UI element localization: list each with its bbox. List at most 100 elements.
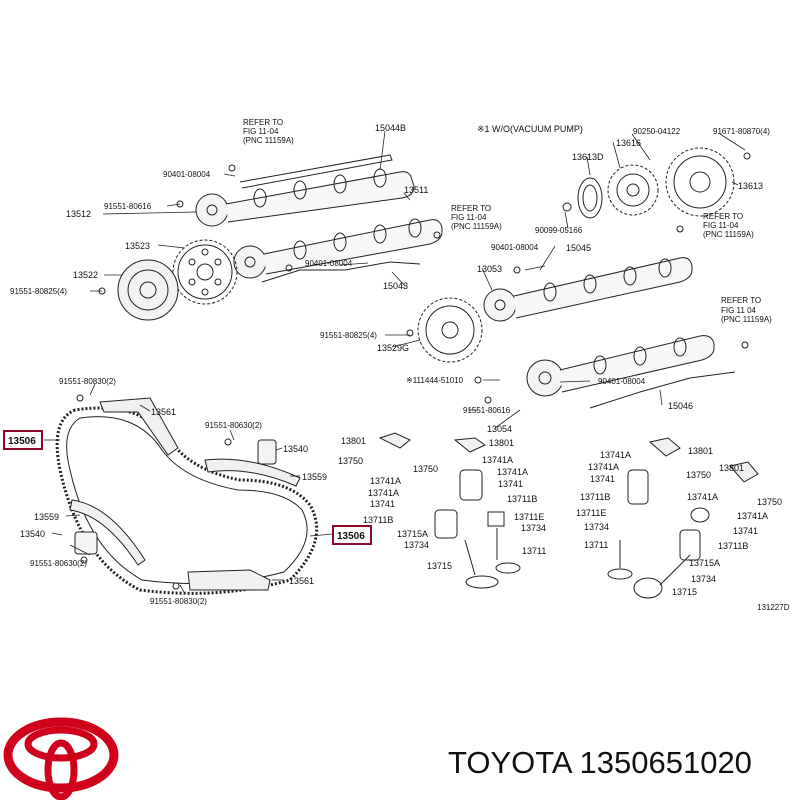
camshaft-13511b-drawing [233, 218, 443, 283]
callout-label: 91551-80825(4) [10, 287, 67, 296]
callout-label: 13054 [487, 424, 512, 434]
callout-label: 13741A [497, 467, 528, 477]
callout-label: ※111444-51010 [406, 376, 464, 385]
callout-label: 91551-80616 [463, 406, 511, 415]
callout-label: 13511 [404, 185, 428, 195]
sprocket-13523-drawing [172, 239, 238, 305]
sprocket-13522-drawing [117, 259, 179, 321]
diagram-code: 131227D [757, 603, 790, 612]
callout-label: (PNC 11159A) [451, 222, 502, 231]
tensioner-13540-drawing [74, 439, 277, 555]
toyota-logo [3, 717, 119, 800]
callout-label: 13741 [590, 474, 615, 484]
callout-label: 13741A [482, 455, 513, 465]
callout-label: 13540 [20, 529, 45, 539]
callout-label: 13741 [370, 499, 395, 509]
highlight-box-13506-left [3, 430, 43, 450]
callout-label: 13559 [302, 472, 327, 482]
bolt-markers [76, 152, 751, 590]
brand-name: TOYOTA [448, 745, 571, 780]
callout-label: 13711B [718, 541, 748, 551]
camshaft-13054-drawing [526, 335, 736, 409]
callout-label: 13711B [580, 492, 610, 502]
callout-label: 91551-80825(4) [320, 331, 377, 340]
callout-label: 13613 [738, 181, 763, 191]
callout-label: 13711 [522, 546, 546, 556]
callout-label: 13741A [588, 462, 619, 472]
highlight-box-13506-right [332, 525, 372, 545]
callout-label: 13715 [427, 561, 452, 571]
callout-label: 91551-80616 [104, 202, 152, 211]
callout-label: 90250-04122 [633, 127, 681, 136]
sprocket-13613-drawing [665, 147, 735, 217]
callout-label: REFER TO [721, 296, 761, 305]
chain-guide-13561-lower-drawing [187, 569, 271, 591]
callout-label: 91551-80830(2) [59, 377, 116, 386]
note-vacuum-pump: ※1 W/O(VACUUM PUMP) [477, 124, 583, 134]
callout-label: 13734 [691, 574, 716, 584]
callout-label: 90401-08004 [305, 259, 353, 268]
sprocket-13616-drawing [607, 164, 659, 216]
callout-label: 90401-08004 [598, 377, 646, 386]
callout-label: 13801 [489, 438, 514, 448]
sprocket-13529g-drawing [417, 297, 483, 363]
callout-label: 15043 [383, 281, 408, 291]
callout-label: 13734 [584, 522, 609, 532]
callout-label: 90401-08004 [491, 243, 539, 252]
part-13506-right-label: 13506 [337, 531, 365, 542]
callout-label: 91551-80830(2) [150, 597, 207, 606]
callout-label: 90099-05166 [535, 226, 583, 235]
callout-label: 13561 [289, 576, 314, 586]
callout-label: 13561 [151, 407, 176, 417]
callout-label: REFER TO [451, 204, 491, 213]
callout-label: 13711E [514, 512, 544, 522]
part-13506-left-label: 13506 [8, 436, 36, 447]
callout-label: FIG 11 04 [721, 306, 757, 315]
callout-label: 13741A [600, 450, 631, 460]
callout-label: 13711B [363, 515, 393, 525]
callout-label: 13616 [616, 138, 641, 148]
callout-label: 13711 [584, 540, 608, 550]
callout-label: 13053 [477, 264, 502, 274]
diagram-drawings [44, 130, 759, 599]
callout-label: 15046 [668, 401, 693, 411]
callout-label: 13715A [689, 558, 720, 568]
callout-label: 13801 [341, 436, 366, 446]
callout-label: REFER TO [703, 212, 743, 221]
callout-label: FIG 11-04 [243, 127, 279, 136]
callout-label: 13741 [733, 526, 758, 536]
callout-label: 13715A [397, 529, 428, 539]
callout-label: 13512 [66, 209, 91, 219]
callout-label: 13559 [34, 512, 59, 522]
chain-guide-13561-upper-drawing [99, 397, 179, 456]
callout-label: 13715 [672, 587, 697, 597]
part-number: 1350651020 [579, 745, 752, 780]
callout-label: FIG 11-04 [703, 221, 739, 230]
callout-label: 13741A [687, 492, 718, 502]
callout-label: 13522 [73, 270, 98, 280]
callout-label: 91551-80630(2) [205, 421, 262, 430]
callout-label: 13741A [370, 476, 401, 486]
timing-chain-13506-drawing [55, 406, 319, 595]
callout-label: 13734 [521, 523, 546, 533]
callout-label: 13801 [688, 446, 713, 456]
callout-label: (PNC 11159A) [721, 315, 772, 324]
callout-label: 13741 [498, 479, 523, 489]
callout-label: REFER TO [243, 118, 283, 127]
callout-label: 13613D [572, 152, 604, 162]
camshaft-13511-drawing [195, 154, 415, 227]
callout-label: 13523 [125, 241, 150, 251]
callout-label: 91551-80630(2) [30, 559, 87, 568]
ring-13613d-drawing [577, 177, 603, 219]
callout-label: 91671-80870(4) [713, 127, 770, 136]
callout-label: 13750 [413, 464, 438, 474]
valve-train-left-drawing [378, 432, 521, 589]
callout-label: 15045 [566, 243, 591, 253]
callout-label: 13750 [686, 470, 711, 480]
callout-label: 13741A [737, 511, 768, 521]
callout-label: 13540 [283, 444, 308, 454]
leader-lines [44, 130, 746, 595]
callout-label: 90401-08004 [163, 170, 211, 179]
callout-label: 13734 [404, 540, 429, 550]
callout-label: (PNC 11159A) [243, 136, 294, 145]
